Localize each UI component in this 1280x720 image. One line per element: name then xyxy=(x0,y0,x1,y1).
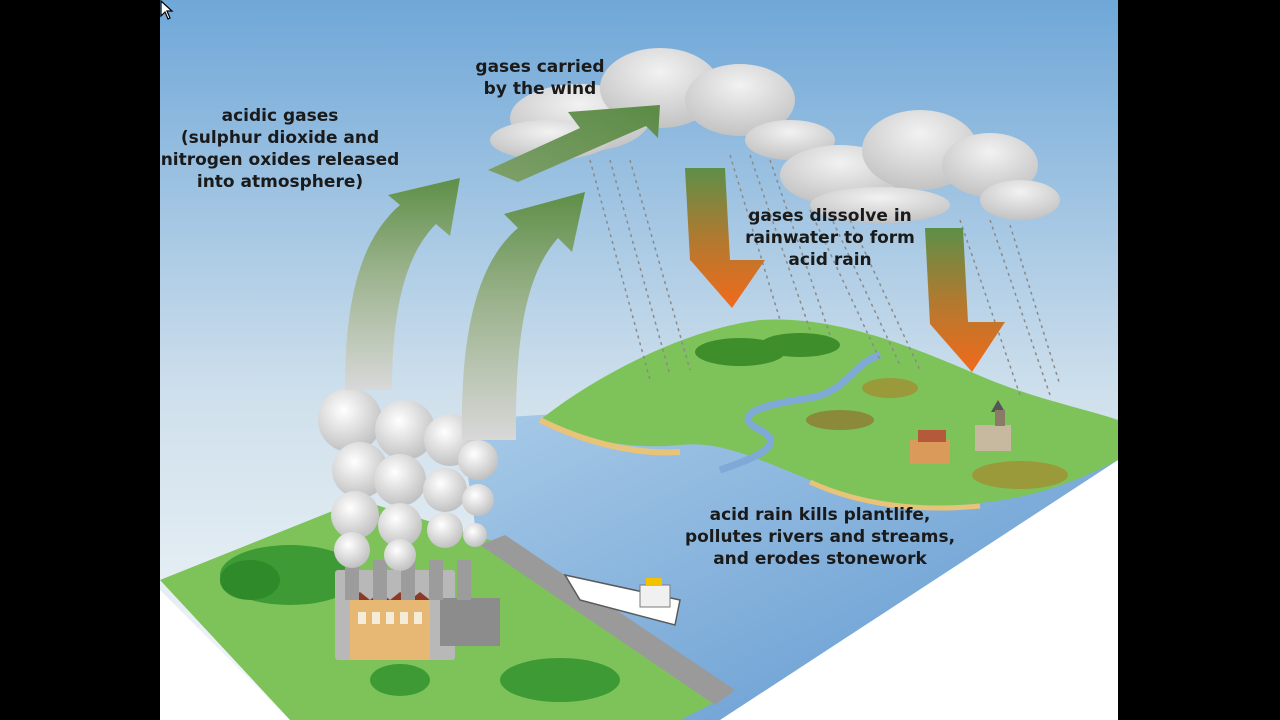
label-acid-rain-effects: acid rain kills plantlife, pollutes rive… xyxy=(680,504,960,570)
acid-rain-diagram: acidic gases (sulphur dioxide and nitrog… xyxy=(160,0,1118,720)
mouse-pointer-icon xyxy=(160,0,174,20)
label-gases-carried-by-wind: gases carried by the wind xyxy=(466,56,614,100)
label-gases-dissolve: gases dissolve in rainwater to form acid… xyxy=(742,205,918,271)
label-acidic-gases: acidic gases (sulphur dioxide and nitrog… xyxy=(160,105,400,193)
